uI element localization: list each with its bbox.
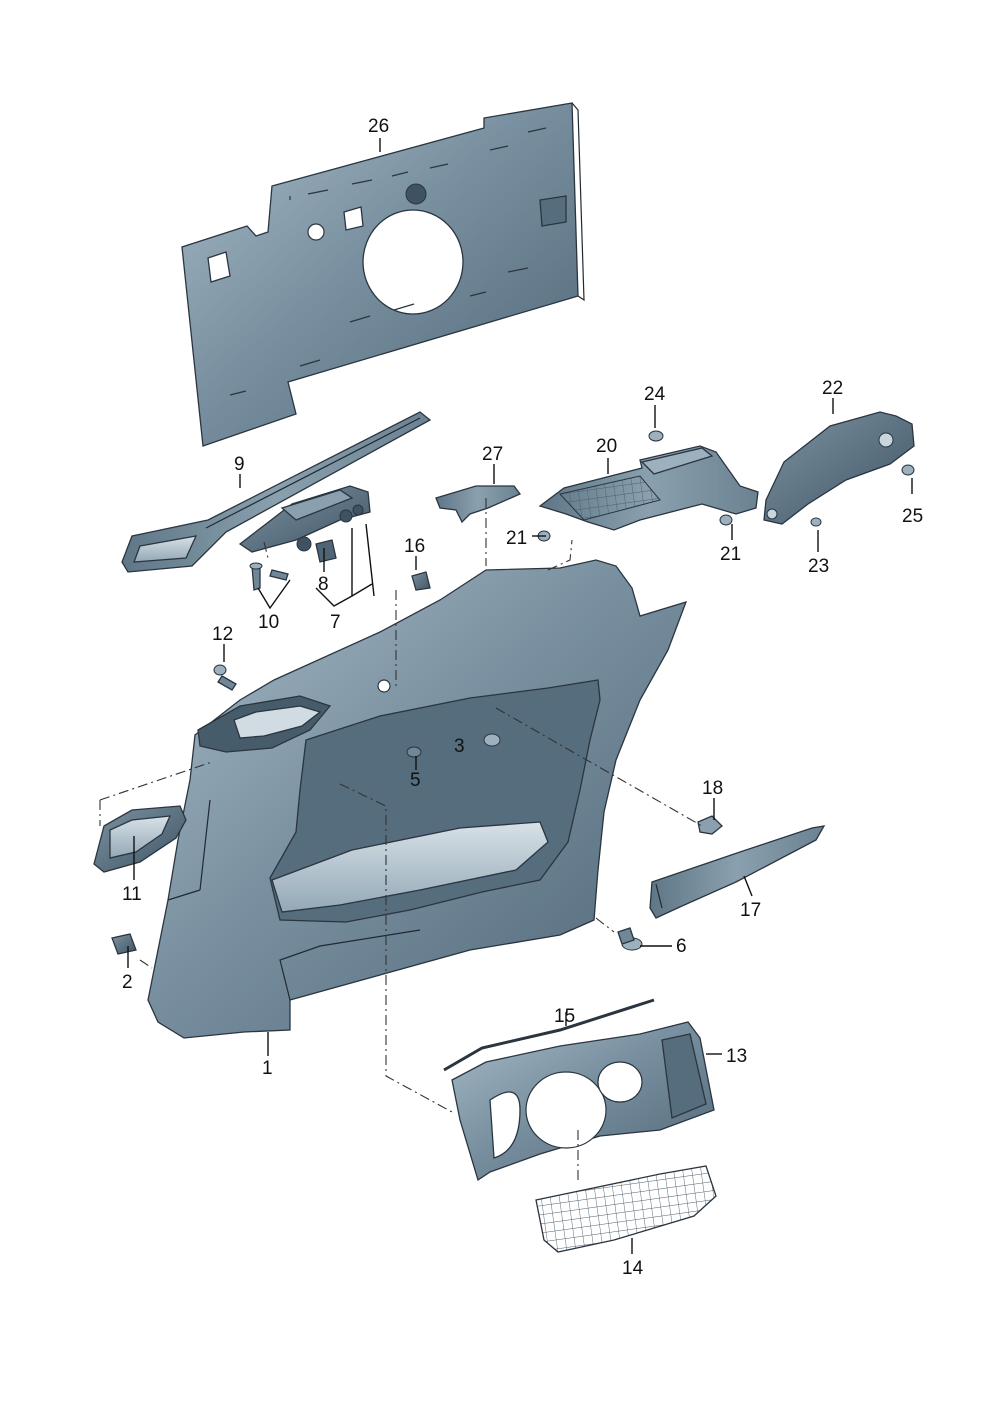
callout-3: 3	[454, 736, 465, 757]
callout-labels: 26 9 27 20 24 22 25 23 21 21 16 8 10 7 1…	[122, 116, 923, 1279]
callout-10: 10	[258, 612, 279, 633]
callout-17: 17	[740, 900, 761, 921]
part-3-fastener	[483, 733, 501, 747]
callout-16: 16	[404, 536, 425, 557]
part-18-clip	[697, 815, 723, 835]
callout-5: 5	[410, 770, 421, 791]
part-12-screw	[213, 664, 237, 691]
callout-27: 27	[482, 444, 503, 465]
callout-1: 1	[262, 1058, 273, 1079]
callout-9: 9	[234, 454, 245, 475]
part-7-bracket	[238, 485, 371, 563]
part-23-screw	[810, 517, 822, 527]
callout-13: 13	[726, 1046, 747, 1067]
callout-25: 25	[902, 506, 923, 527]
part-24-screw	[648, 430, 664, 442]
part-2-clip	[111, 933, 137, 955]
callout-26: 26	[368, 116, 389, 137]
part-15-seal-strip	[443, 998, 655, 1072]
part-22-bracket	[763, 411, 915, 525]
part-10-screws	[249, 562, 289, 591]
leader-lines	[127, 138, 913, 1254]
assembly-lines	[99, 498, 703, 1182]
callout-12: 12	[212, 624, 233, 645]
part-14-speaker-grille	[535, 1165, 717, 1253]
part-17-trim-strip	[649, 825, 826, 919]
part-27-plate	[435, 485, 522, 524]
callout-15: 15	[554, 1006, 575, 1027]
part-5-screw	[406, 746, 422, 758]
part-20-storage-tray	[538, 445, 759, 531]
callout-20: 20	[596, 436, 617, 457]
callout-24: 24	[644, 384, 666, 405]
callout-23: 23	[808, 556, 829, 577]
callout-2: 2	[122, 972, 133, 993]
callout-14: 14	[622, 1258, 644, 1279]
part-6-push-fastener	[617, 927, 643, 951]
part-13-lower-cover	[451, 1021, 715, 1182]
callout-21-right: 21	[720, 544, 741, 565]
part-11-handle-bezel	[93, 805, 187, 873]
part-25-screw	[901, 464, 915, 476]
part-16-clip	[411, 571, 431, 591]
callout-21-left: 21	[506, 528, 527, 549]
callout-22: 22	[822, 378, 843, 399]
part-26-insulation-mat	[181, 102, 585, 447]
part-9-trim-strip	[121, 411, 432, 573]
part-1-side-trim-panel	[147, 559, 688, 1039]
callout-8: 8	[318, 574, 329, 595]
callout-6: 6	[676, 936, 687, 957]
callout-18: 18	[702, 778, 723, 799]
callout-7: 7	[330, 612, 341, 633]
callout-11: 11	[122, 884, 142, 905]
